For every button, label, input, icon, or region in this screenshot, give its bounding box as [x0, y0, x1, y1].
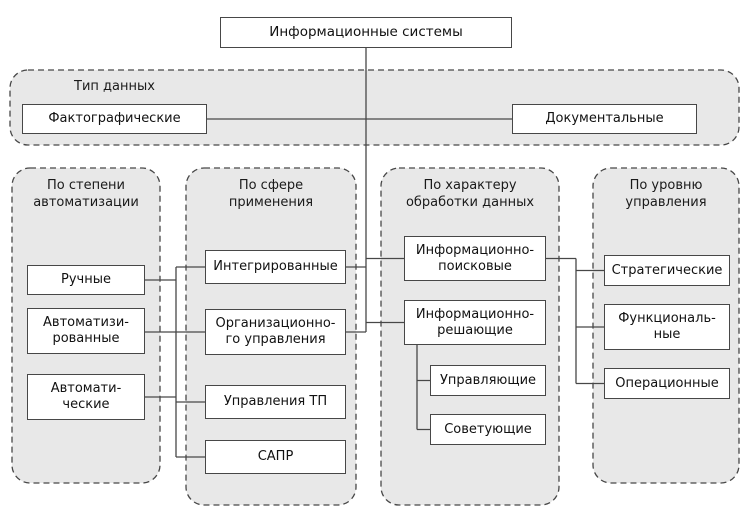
group-title-management-level: По уровню управления — [625, 178, 707, 210]
node-strategic: Стратегические — [604, 255, 730, 286]
node-operational: Операционные — [604, 368, 730, 399]
node-manual: Ручные — [27, 265, 145, 295]
node-advising: Советующие — [430, 414, 546, 445]
node-process-control: Управления ТП — [205, 385, 346, 419]
node-information-retrieval: Информационно- поисковые — [404, 236, 546, 281]
node-documentary: Документальные — [512, 104, 697, 134]
node-information-systems: Информационные системы — [220, 17, 512, 48]
node-cad: САПР — [205, 440, 346, 474]
group-title-automation: По степени автоматизации — [33, 178, 139, 210]
node-controlling: Управляющие — [430, 365, 546, 396]
node-automatic: Автомати- ческие — [27, 374, 145, 420]
node-functional: Функциональ- ные — [604, 304, 730, 350]
connector-lines — [145, 48, 604, 458]
node-organizational-management: Организационно- го управления — [205, 309, 346, 355]
node-information-decision: Информационно- решающие — [404, 300, 546, 345]
node-factographic: Фактографические — [22, 104, 207, 134]
group-title-application: По сфере применения — [228, 178, 314, 210]
group-title-data-type: Тип данных — [74, 79, 155, 94]
node-integrated: Интегрированные — [205, 250, 346, 284]
group-title-data-processing: По характеру обработки данных — [405, 178, 535, 210]
node-automated: Автоматизи- рованные — [27, 308, 145, 354]
